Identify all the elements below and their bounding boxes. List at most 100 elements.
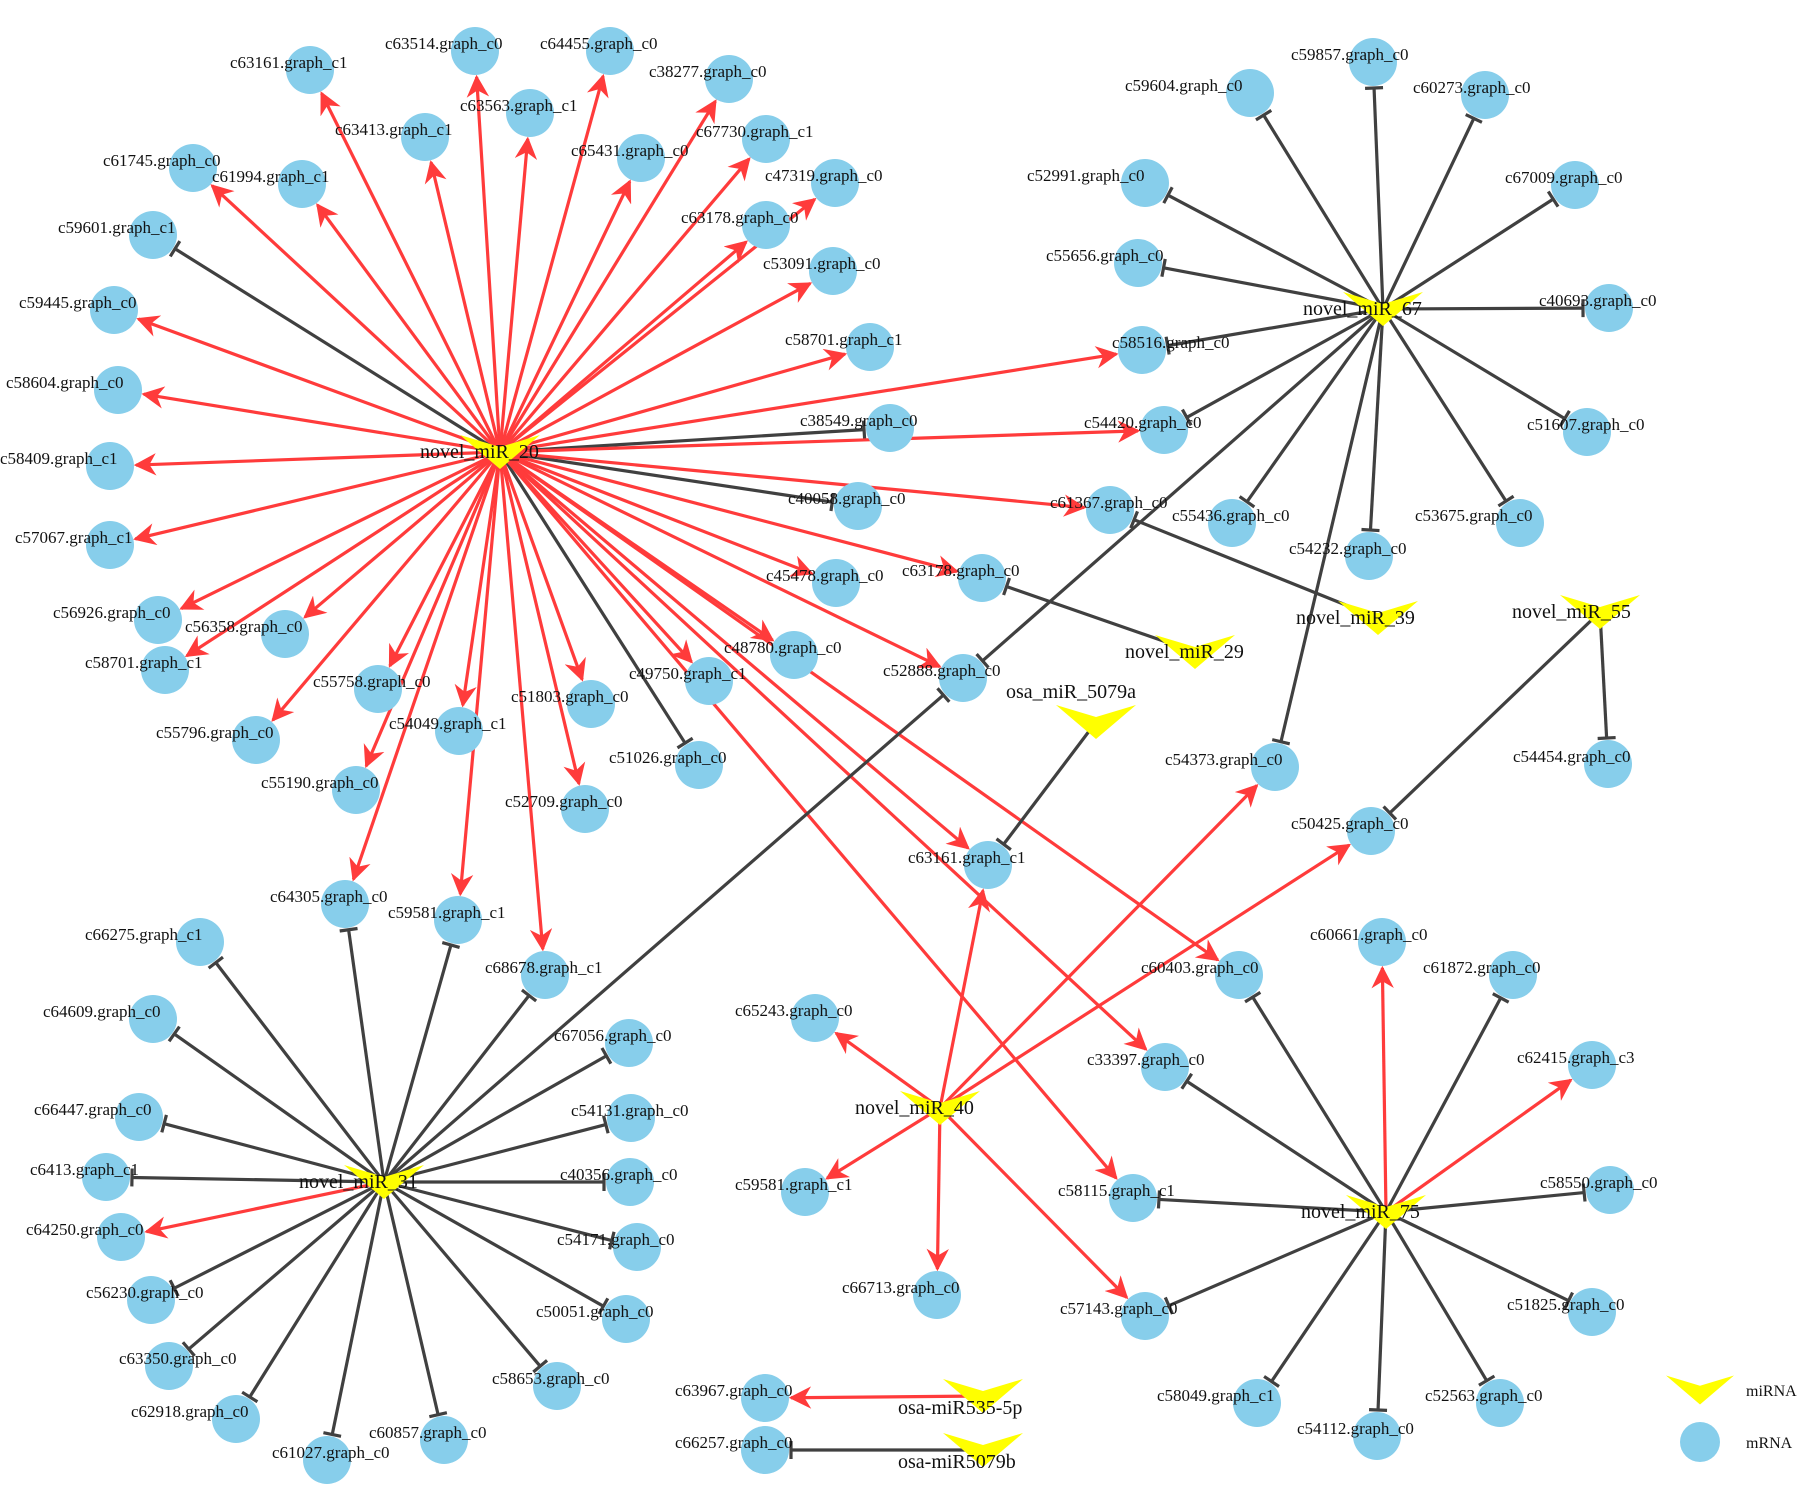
mrna-node-n34[interactable]: c52709.graph_c0 bbox=[505, 785, 623, 833]
mrna-node-n89[interactable]: c63967.graph_c0 bbox=[675, 1374, 793, 1422]
mrna-node-n38[interactable]: c63178.graph_c0 bbox=[902, 554, 1020, 602]
mrna-node-n35[interactable]: c64305.graph_c0 bbox=[270, 880, 388, 928]
mrna-node-n61[interactable]: c33397.graph_c0 bbox=[1087, 1043, 1205, 1091]
mrna-node-n42[interactable]: c59604.graph_c0 bbox=[1125, 69, 1274, 117]
mrna-node-n71[interactable]: c59581.graph_c1 bbox=[735, 1168, 853, 1216]
mrna-node-n4[interactable]: c38277.graph_c0 bbox=[649, 55, 767, 103]
mirna-node-o5079a[interactable]: osa_miR_5079a bbox=[1006, 681, 1136, 739]
mrna-node-n31[interactable]: c54049.graph_c1 bbox=[389, 707, 507, 755]
mrna-node-n65[interactable]: c51825.graph_c0 bbox=[1507, 1288, 1625, 1336]
mrna-node-n48[interactable]: c58516.graph_c0 bbox=[1112, 326, 1230, 374]
mrna-node-n76[interactable]: c66447.graph_c0 bbox=[34, 1093, 163, 1141]
mirna-node-m55[interactable]: novel_miR_55 bbox=[1512, 595, 1640, 629]
mrna-node-n77[interactable]: c54131.graph_c0 bbox=[571, 1094, 689, 1142]
mrna-node-n33[interactable]: c55190.graph_c0 bbox=[261, 766, 380, 814]
mrna-node-n43[interactable]: c60273.graph_c0 bbox=[1413, 71, 1531, 119]
mrna-node-n50[interactable]: c51607.graph_c0 bbox=[1527, 408, 1645, 456]
mirna-node-m39[interactable]: novel_miR_39 bbox=[1296, 601, 1418, 635]
mrna-node-n73[interactable]: c66275.graph_c1 bbox=[85, 918, 224, 966]
mrna-node-n85[interactable]: c58653.graph_c0 bbox=[492, 1362, 610, 1410]
mrna-node-n55[interactable]: c54373.graph_c0 bbox=[1165, 743, 1299, 791]
mrna-node-n18[interactable]: c58409.graph_c1 bbox=[0, 442, 134, 490]
mrna-node-n20[interactable]: c57067.graph_c1 bbox=[15, 521, 134, 569]
mrna-node-n59[interactable]: c61872.graph_c0 bbox=[1423, 951, 1541, 999]
mrna-node-n5[interactable]: c63563.graph_c1 bbox=[460, 89, 578, 137]
mrna-node-n6[interactable]: c63413.graph_c1 bbox=[335, 113, 453, 161]
mirna-node-m29[interactable]: novel_miR_29 bbox=[1125, 635, 1244, 669]
mirna-node-o5079b[interactable]: osa-miR5079b bbox=[898, 1433, 1023, 1473]
mrna-node-n57[interactable]: c50425.graph_c0 bbox=[1291, 807, 1409, 855]
mrna-node-n60[interactable]: c60403.graph_c0 bbox=[1141, 951, 1263, 999]
mrna-node-n7[interactable]: c67730.graph_c1 bbox=[696, 115, 814, 163]
mrna-node-n78[interactable]: c6413.graph_c1 bbox=[30, 1153, 139, 1201]
mrna-node-n24[interactable]: c56358.graph_c0 bbox=[185, 610, 309, 658]
mrna-node-n37[interactable]: c68678.graph_c1 bbox=[485, 951, 603, 999]
mrna-node-n67[interactable]: c58049.graph_c1 bbox=[1157, 1379, 1281, 1427]
mrna-node-n45[interactable]: c67009.graph_c0 bbox=[1505, 161, 1623, 209]
mrna-node-n22[interactable]: c45478.graph_c0 bbox=[766, 559, 884, 607]
mrna-node-n32[interactable]: c51026.graph_c0 bbox=[609, 741, 727, 789]
mrna-node-n16[interactable]: c58701.graph_c1 bbox=[785, 323, 903, 371]
mrna-node-n86[interactable]: c62918.graph_c0 bbox=[131, 1395, 260, 1443]
mrna-node-n56[interactable]: c54454.graph_c0 bbox=[1513, 740, 1632, 788]
mrna-node-n87[interactable]: c60857.graph_c0 bbox=[369, 1416, 487, 1464]
mrna-node-n63[interactable]: c58115.graph_c1 bbox=[1058, 1174, 1175, 1222]
mrna-node-n1[interactable]: c63514.graph_c0 bbox=[385, 27, 503, 75]
mrna-node-n62[interactable]: c62415.graph_c3 bbox=[1517, 1041, 1635, 1089]
mrna-node-n8[interactable]: c65431.graph_c0 bbox=[571, 134, 689, 182]
mrna-node-n46[interactable]: c55656.graph_c0 bbox=[1046, 239, 1164, 287]
mrna-node-n68[interactable]: c52563.graph_c0 bbox=[1425, 1379, 1543, 1427]
mirna-node-m40[interactable]: novel_miR_40 bbox=[855, 1091, 980, 1125]
mrna-node-n12[interactable]: c63178.graph_c0 bbox=[681, 201, 799, 249]
mrna-node-n27[interactable]: c49750.graph_c1 bbox=[629, 657, 747, 705]
mrna-node-n64[interactable]: c58550.graph_c0 bbox=[1540, 1166, 1658, 1214]
mrna-node-n80[interactable]: c64250.graph_c0 bbox=[26, 1213, 145, 1261]
mrna-node-n70[interactable]: c65243.graph_c0 bbox=[735, 994, 853, 1042]
mirna-node-o535[interactable]: osa-miR535-5p bbox=[898, 1379, 1023, 1419]
mrna-node-n81[interactable]: c54171.graph_c0 bbox=[557, 1223, 675, 1271]
mrna-node-n10[interactable]: c61994.graph_c1 bbox=[212, 160, 330, 208]
mrna-node-n69[interactable]: c54112.graph_c0 bbox=[1297, 1412, 1414, 1460]
mrna-node-n49[interactable]: c54420.graph_c0 bbox=[1084, 406, 1202, 454]
mrna-node-n15[interactable]: c59445.graph_c0 bbox=[19, 286, 138, 334]
mrna-node-n53[interactable]: c54232.graph_c0 bbox=[1289, 532, 1407, 580]
mrna-node-n51[interactable]: c61367.graph_c0 bbox=[1050, 486, 1168, 534]
mrna-node-n52[interactable]: c55436.graph_c0 bbox=[1172, 499, 1290, 547]
mrna-node-n23[interactable]: c56926.graph_c0 bbox=[53, 596, 182, 644]
mrna-node-n84[interactable]: c63350.graph_c0 bbox=[119, 1342, 237, 1390]
mrna-node-n88[interactable]: c61027.graph_c0 bbox=[272, 1436, 390, 1484]
mrna-node-n3[interactable]: c63161.graph_c1 bbox=[230, 46, 348, 94]
mirna-node-m75[interactable]: novel_miR_75 bbox=[1301, 1195, 1426, 1229]
mirna-node-m20[interactable]: novel_miR_20 bbox=[420, 435, 540, 469]
mrna-node-n66[interactable]: c57143.graph_c0 bbox=[1060, 1292, 1178, 1340]
mrna-node-n21[interactable]: c40058.graph_c0 bbox=[788, 482, 906, 530]
mirna-node-m67[interactable]: novel_miR_67 bbox=[1303, 292, 1423, 326]
mrna-node-n26[interactable]: c48780.graph_c0 bbox=[724, 631, 842, 679]
mrna-node-n25[interactable]: c58701.graph_c1 bbox=[85, 646, 203, 694]
mrna-node-n44[interactable]: c52991.graph_c0 bbox=[1027, 159, 1169, 207]
mrna-node-n54[interactable]: c53675.graph_c0 bbox=[1415, 499, 1544, 547]
mrna-node-n82[interactable]: c56230.graph_c0 bbox=[86, 1276, 204, 1324]
mrna-node-n40[interactable]: c63161.graph_c1 bbox=[908, 841, 1026, 889]
mrna-node-n14[interactable]: c53091.graph_c0 bbox=[763, 247, 881, 295]
mrna-node-n47[interactable]: c40693.graph_c0 bbox=[1539, 284, 1657, 332]
mrna-node-n11[interactable]: c47319.graph_c0 bbox=[765, 159, 883, 207]
mrna-node-n29[interactable]: c51803.graph_c0 bbox=[511, 680, 629, 728]
mrna-node-n79[interactable]: c40356.graph_c0 bbox=[560, 1158, 678, 1206]
mrna-node-n58[interactable]: c60661.graph_c0 bbox=[1310, 918, 1428, 966]
mrna-node-n90[interactable]: c66257.graph_c0 bbox=[675, 1426, 793, 1474]
mrna-node-n39[interactable]: c52888.graph_c0 bbox=[883, 654, 1001, 702]
mrna-node-n2[interactable]: c64455.graph_c0 bbox=[540, 27, 658, 75]
mrna-node-n30[interactable]: c55796.graph_c0 bbox=[156, 716, 280, 764]
mrna-node-n72[interactable]: c66713.graph_c0 bbox=[842, 1271, 961, 1319]
mrna-node-n83[interactable]: c50051.graph_c0 bbox=[536, 1295, 654, 1343]
mrna-node-n13[interactable]: c59601.graph_c1 bbox=[58, 211, 177, 259]
mrna-node-n75[interactable]: c67056.graph_c0 bbox=[554, 1019, 672, 1067]
mrna-node-n41[interactable]: c59857.graph_c0 bbox=[1291, 38, 1409, 86]
mrna-node-n74[interactable]: c64609.graph_c0 bbox=[43, 995, 177, 1043]
mrna-node-n9[interactable]: c61745.graph_c0 bbox=[103, 144, 221, 192]
mrna-node-n19[interactable]: c38549.graph_c0 bbox=[800, 404, 918, 452]
mirna-node-m31[interactable]: novel_miR_31 bbox=[299, 1165, 424, 1199]
mrna-node-n17[interactable]: c58604.graph_c0 bbox=[6, 366, 142, 414]
mrna-node-n28[interactable]: c55758.graph_c0 bbox=[313, 665, 431, 713]
